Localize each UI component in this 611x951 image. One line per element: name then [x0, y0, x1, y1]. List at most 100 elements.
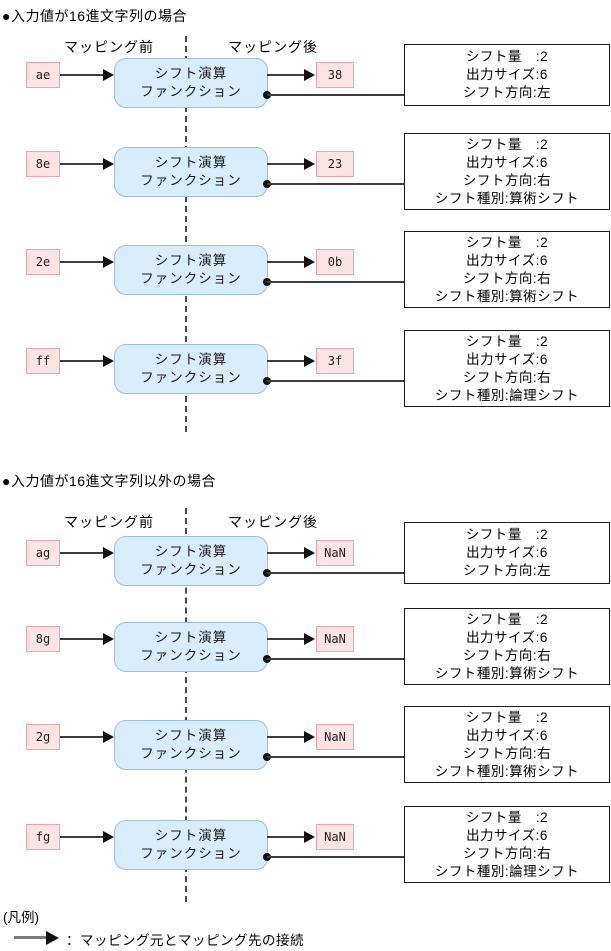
shift-function-box: シフト演算 ファンクション — [114, 58, 268, 108]
input-value-box: 8g — [26, 626, 60, 652]
arrow-line — [267, 552, 305, 554]
shift-function-box: シフト演算 ファンクション — [114, 720, 268, 770]
arrow-head-icon — [103, 69, 114, 81]
input-value-box: ae — [26, 62, 60, 88]
output-value-label: NaN — [324, 632, 346, 646]
detail-connector-line — [267, 756, 404, 758]
output-value-box: NaN — [316, 540, 354, 566]
detail-line: シフト種別:算術シフト — [434, 288, 580, 304]
arrow-line — [267, 836, 305, 838]
detail-line: シフト種別:算術シフト — [434, 190, 580, 206]
arrow-line — [60, 552, 106, 554]
arrow-head-icon — [304, 547, 315, 559]
detail-line: 出力サイズ:6 — [466, 67, 548, 82]
input-value-label: 2g — [35, 730, 51, 744]
arrow-head-icon — [103, 547, 114, 559]
detail-line: シフト量 :2 — [465, 234, 549, 250]
shift-function-box: シフト演算 ファンクション — [114, 622, 268, 672]
detail-connector-line — [267, 94, 404, 96]
input-value-label: fg — [35, 830, 51, 844]
detail-line: シフト種別:算術シフト — [434, 763, 580, 779]
detail-line: シフト方向:左 — [462, 563, 552, 578]
detail-line: シフト量 :2 — [465, 709, 549, 725]
arrow-head-icon — [103, 256, 114, 268]
shift-function-label-line1: シフト演算 — [154, 352, 228, 367]
input-value-box: 2g — [26, 724, 60, 750]
shift-function-label-line2: ファンクション — [140, 173, 242, 188]
detail-box: シフト量 :2 出力サイズ:6 シフト方向:右 シフト種別:算術シフト — [404, 706, 610, 783]
shift-function-label-line1: シフト演算 — [154, 155, 228, 170]
detail-connector-line — [267, 183, 404, 185]
detail-line: シフト方向:右 — [462, 172, 552, 188]
detail-connector-line — [267, 856, 404, 858]
output-value-box: 23 — [316, 151, 354, 177]
detail-box: シフト量 :2 出力サイズ:6 シフト方向:右 シフト種別:算術シフト — [404, 608, 610, 685]
mapping-after-label: マッピング後 — [228, 39, 318, 55]
output-value-label: NaN — [324, 546, 346, 560]
detail-line: シフト種別:算術シフト — [434, 665, 580, 681]
detail-line: 出力サイズ:6 — [466, 629, 548, 645]
arrow-line — [60, 638, 106, 640]
arrow-line — [267, 74, 305, 76]
shift-function-label-line2: ファンクション — [140, 84, 242, 99]
detail-line: シフト方向:右 — [462, 647, 552, 663]
detail-line: 出力サイズ:6 — [466, 252, 548, 268]
detail-line: シフト方向:右 — [462, 369, 552, 385]
arrow-line — [60, 360, 106, 362]
shift-function-label-line1: シフト演算 — [154, 728, 228, 743]
detail-line: シフト量 :2 — [465, 527, 549, 542]
input-value-label: 8g — [35, 632, 51, 646]
detail-connector-line — [267, 380, 404, 382]
output-value-box: 38 — [316, 62, 354, 88]
input-value-box: 2e — [26, 249, 60, 275]
arrow-line — [60, 836, 106, 838]
detail-line: シフト種別:論理シフト — [434, 387, 580, 403]
output-value-label: 0b — [327, 255, 343, 269]
shift-function-box: シフト演算 ファンクション — [114, 147, 268, 197]
shift-function-label-line1: シフト演算 — [154, 544, 228, 559]
detail-line: 出力サイズ:6 — [466, 351, 548, 367]
output-value-box: 3f — [316, 348, 354, 374]
detail-box: シフト量 :2 出力サイズ:6 シフト方向:左 — [404, 522, 610, 584]
input-value-label: 8e — [35, 157, 51, 171]
detail-line: シフト方向:右 — [462, 745, 552, 761]
section-title: ●入力値が16進文字列の場合 — [2, 8, 188, 24]
detail-box: シフト量 :2 出力サイズ:6 シフト方向:左 — [404, 44, 610, 106]
input-value-label: ae — [35, 68, 51, 82]
detail-box: シフト量 :2 出力サイズ:6 シフト方向:右 シフト種別:論理シフト — [404, 330, 610, 407]
shift-function-label-line1: シフト演算 — [154, 253, 228, 268]
legend-arrow-label: ：マッピング元とマッピング先の接続 — [66, 933, 304, 948]
shift-function-label-line2: ファンクション — [140, 746, 242, 761]
shift-function-box: シフト演算 ファンクション — [114, 536, 268, 586]
arrow-head-icon — [304, 831, 315, 843]
detail-line: シフト量 :2 — [465, 333, 549, 349]
arrow-head-icon — [304, 355, 315, 367]
input-value-box: 8e — [26, 151, 60, 177]
input-value-box: ag — [26, 540, 60, 566]
detail-box: シフト量 :2 出力サイズ:6 シフト方向:右 シフト種別:算術シフト — [404, 231, 610, 308]
arrow-head-icon — [103, 633, 114, 645]
detail-box: シフト量 :2 出力サイズ:6 シフト方向:右 シフト種別:算術シフト — [404, 133, 610, 210]
arrow-head-icon — [103, 831, 114, 843]
shift-function-label-line1: シフト演算 — [154, 66, 228, 81]
mapping-before-label: マッピング前 — [64, 514, 154, 530]
detail-line: 出力サイズ:6 — [466, 727, 548, 743]
shift-function-label-line2: ファンクション — [140, 370, 242, 385]
detail-box: シフト量 :2 出力サイズ:6 シフト方向:右 シフト種別:論理シフト — [404, 806, 610, 883]
shift-function-label-line2: ファンクション — [140, 846, 242, 861]
arrow-line — [267, 163, 305, 165]
detail-connector-line — [267, 572, 404, 574]
input-value-label: 2e — [35, 255, 51, 269]
detail-line: 出力サイズ:6 — [466, 827, 548, 843]
detail-line: シフト種別:論理シフト — [434, 863, 580, 879]
detail-line: シフト量 :2 — [465, 611, 549, 627]
legend-arrow-head-icon — [46, 931, 59, 945]
detail-connector-line — [267, 658, 404, 660]
input-value-label: ff — [35, 354, 51, 368]
input-value-box: ff — [26, 348, 60, 374]
boundary-dashed-line — [185, 508, 187, 902]
detail-line: シフト方向:右 — [462, 845, 552, 861]
output-value-label: 3f — [327, 354, 343, 368]
detail-line: シフト方向:左 — [462, 85, 552, 100]
